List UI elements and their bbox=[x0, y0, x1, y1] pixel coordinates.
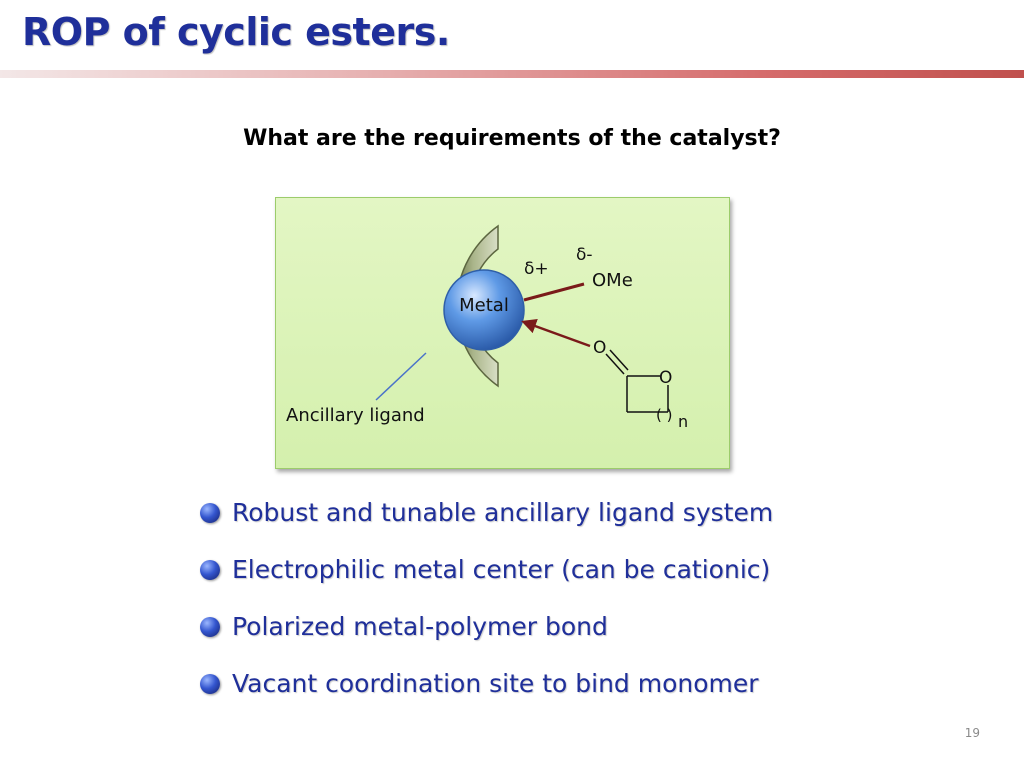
list-item: Electrophilic metal center (can be catio… bbox=[200, 555, 773, 612]
catalyst-diagram-svg: Metal δ+ δ- OMe O O ( ) n Ancillary liga… bbox=[286, 224, 688, 431]
carbonyl-o-label: O bbox=[593, 338, 606, 358]
page-number: 19 bbox=[964, 726, 980, 740]
bullet-text: Polarized metal-polymer bond bbox=[232, 612, 608, 641]
slide-title: ROP of cyclic esters. bbox=[22, 10, 450, 54]
requirements-list: Robust and tunable ancillary ligand syst… bbox=[200, 498, 773, 726]
metal-sphere bbox=[443, 269, 525, 351]
catalyst-diagram: Metal δ+ δ- OMe O O ( ) n Ancillary liga… bbox=[275, 197, 730, 469]
list-item: Vacant coordination site to bind monomer bbox=[200, 669, 773, 726]
bullet-text: Vacant coordination site to bind monomer bbox=[232, 669, 759, 698]
bullet-icon bbox=[200, 617, 220, 637]
bullet-icon bbox=[200, 560, 220, 580]
bullet-icon bbox=[200, 674, 220, 694]
carbonyl-bond-1 bbox=[605, 353, 625, 375]
coordination-arrow bbox=[521, 319, 591, 348]
repeat-n-label: n bbox=[678, 412, 688, 431]
list-item: Polarized metal-polymer bond bbox=[200, 612, 773, 669]
ligand-pointer-line bbox=[375, 352, 427, 401]
question-heading: What are the requirements of the catalys… bbox=[243, 126, 781, 151]
metal-label: Metal bbox=[459, 295, 509, 316]
repeat-parentheses: ( ) bbox=[656, 406, 672, 424]
ancillary-ligand-label: Ancillary ligand bbox=[286, 405, 425, 426]
delta-minus-label: δ- bbox=[576, 245, 593, 265]
list-item: Robust and tunable ancillary ligand syst… bbox=[200, 498, 773, 555]
title-divider bbox=[0, 70, 1024, 78]
carbonyl-bond-2 bbox=[609, 349, 629, 371]
metal-ome-bond bbox=[523, 282, 585, 302]
bullet-text: Robust and tunable ancillary ligand syst… bbox=[232, 498, 774, 527]
ome-label: OMe bbox=[592, 270, 633, 291]
delta-plus-label: δ+ bbox=[524, 259, 549, 279]
bullet-text: Electrophilic metal center (can be catio… bbox=[232, 555, 771, 584]
ring-o-label: O bbox=[659, 368, 672, 388]
bullet-icon bbox=[200, 503, 220, 523]
